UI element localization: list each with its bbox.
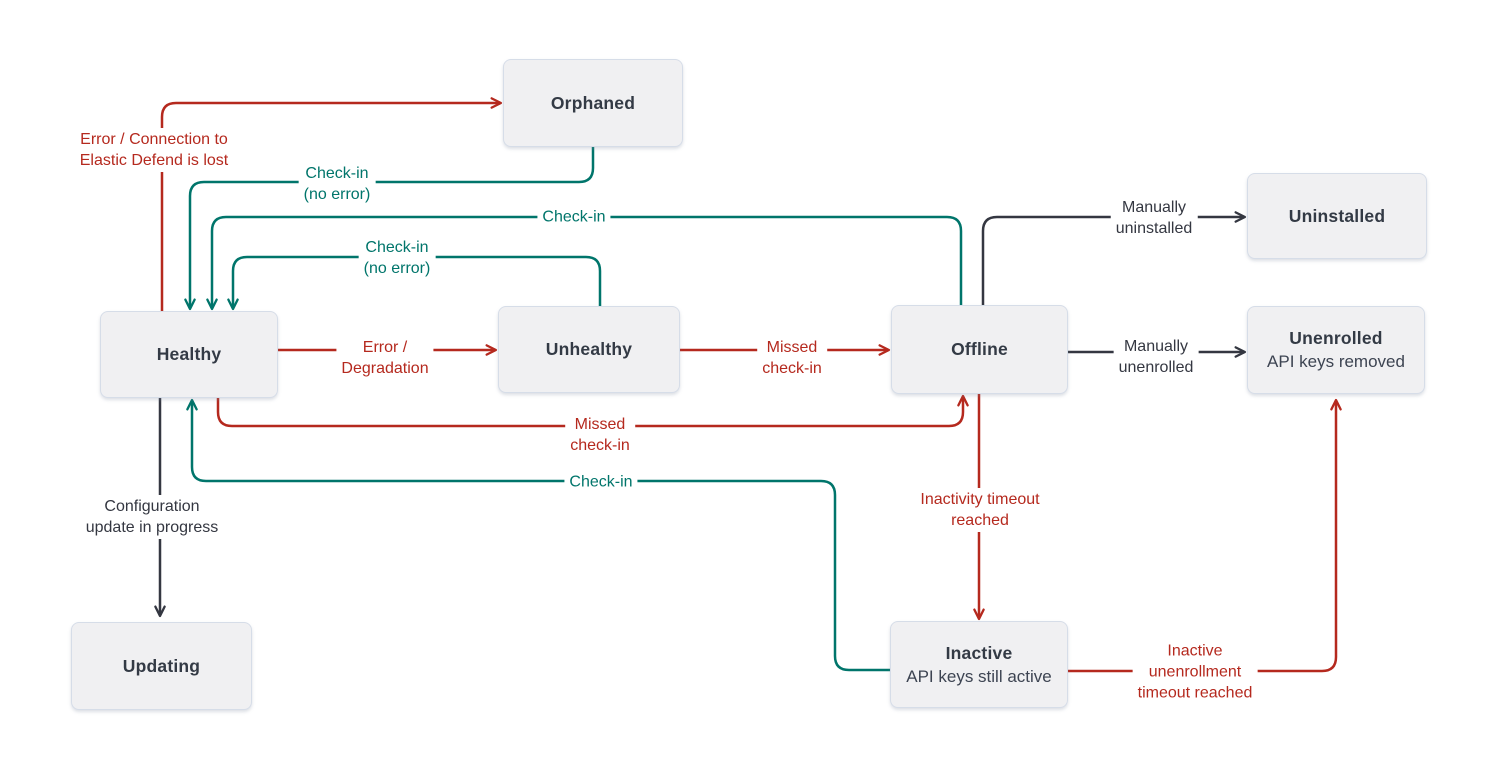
edge-label-missed-checkin-healthy: Missed check-in	[565, 413, 635, 457]
state-title: Unhealthy	[545, 339, 633, 359]
edge-label-configuration-update: Configuration update in progress	[80, 495, 224, 539]
state-node-healthy: Healthy	[100, 311, 278, 398]
edge-label-missed-checkin-unhealthy: Missed check-in	[757, 336, 827, 380]
edge-label-checkin-no-error-orphaned: Check-in (no error)	[298, 162, 376, 206]
edge-inactive-to-healthy	[186, 398, 892, 672]
state-title: Updating	[122, 655, 201, 676]
state-node-updating: Updating	[71, 622, 252, 710]
edge-healthy-to-orphaned	[160, 97, 503, 313]
edge-label-manually-unenrolled: Manually unenrolled	[1113, 335, 1199, 379]
edge-label-error-degradation: Error / Degradation	[336, 336, 434, 380]
state-title: Inactive	[945, 642, 1013, 663]
edge-label-inactivity-timeout: Inactivity timeout reached	[915, 488, 1045, 532]
state-node-uninstalled: Uninstalled	[1247, 173, 1427, 259]
edge-label-checkin-no-error-unhealthy: Check-in (no error)	[358, 236, 436, 280]
edge-orphaned-to-healthy	[184, 145, 595, 311]
edge-offline-to-uninstalled	[981, 211, 1247, 307]
state-title: Uninstalled	[1288, 205, 1386, 226]
edge-label-checkin-offline: Check-in	[537, 205, 611, 229]
state-node-unhealthy: Unhealthy	[498, 306, 680, 393]
edge-offline-to-healthy	[206, 215, 963, 311]
state-node-offline: Offline	[891, 305, 1068, 394]
state-subtitle: API keys still active	[906, 666, 1052, 686]
edge-label-checkin-inactive: Check-in	[564, 470, 638, 494]
edge-label-manually-uninstalled: Manually uninstalled	[1110, 196, 1198, 240]
state-title: Offline	[951, 339, 1008, 359]
state-title: Healthy	[156, 344, 222, 364]
state-title: Orphaned	[550, 92, 636, 113]
edge-label-error-connection-lost: Error / Connection to Elastic Defend is …	[74, 128, 234, 172]
state-node-unenrolled: Unenrolled API keys removed	[1247, 306, 1425, 394]
edge-label-inactive-unenrollment-timeout: Inactive unenrollment timeout reached	[1132, 639, 1258, 705]
state-node-inactive: Inactive API keys still active	[890, 621, 1068, 708]
state-subtitle: API keys removed	[1267, 352, 1405, 371]
state-node-orphaned: Orphaned	[503, 59, 683, 147]
edge-inactive-to-unenrolled	[1066, 398, 1342, 673]
state-title: Unenrolled	[1289, 328, 1383, 348]
